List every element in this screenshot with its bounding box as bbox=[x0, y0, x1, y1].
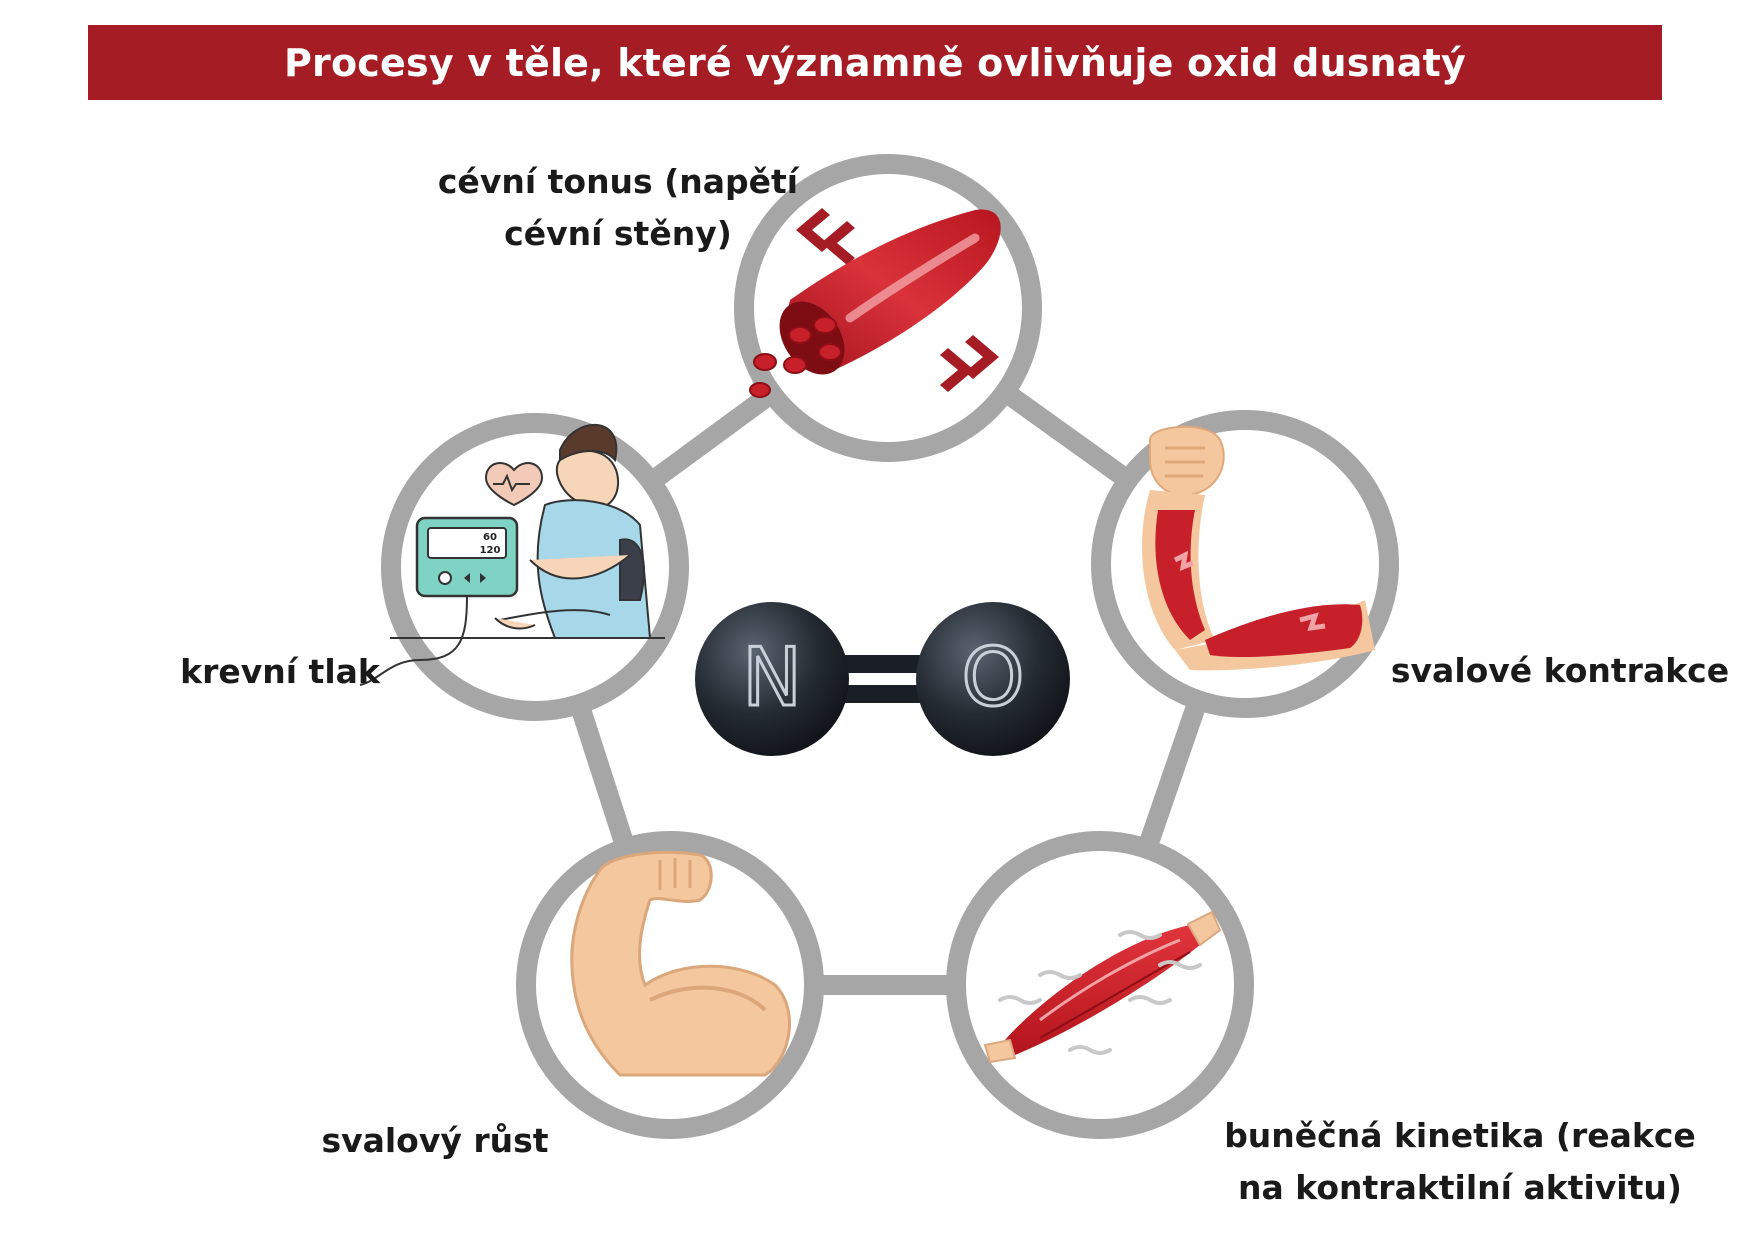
blood-vessel-icon bbox=[749, 208, 1001, 398]
label-cell-kinetics-line-2: na kontraktilní aktivitu) bbox=[1238, 1168, 1682, 1207]
muscle-fiber-icon bbox=[983, 910, 1222, 1064]
blood-pressure-monitor-icon: 60 120 bbox=[359, 424, 665, 686]
page-title: Procesy v těle, které významně ovlivňuje… bbox=[284, 40, 1466, 85]
monitor-bottom-value: 120 bbox=[480, 545, 501, 556]
arm-muscle-contraction-icon bbox=[1142, 425, 1375, 671]
monitor-top-value: 60 bbox=[483, 532, 497, 543]
label-blood-pressure: krevní tlak bbox=[160, 646, 400, 698]
label-muscle-contraction: svalové kontrakce bbox=[1380, 645, 1740, 697]
oxygen-letter: O bbox=[962, 631, 1025, 724]
label-muscle-contraction-line-1: svalové kontrakce bbox=[1390, 651, 1730, 690]
flexed-bicep-icon bbox=[570, 850, 791, 1077]
label-vascular-tone-line-2: cévní stěny) bbox=[504, 214, 732, 253]
label-blood-pressure-line-1: krevní tlak bbox=[180, 652, 380, 691]
label-vascular-tone-line-1: cévní tonus (napětí bbox=[437, 162, 799, 201]
title-banner: Procesy v těle, které významně ovlivňuje… bbox=[88, 25, 1662, 100]
nitrogen-letter: N bbox=[742, 631, 802, 724]
label-vascular-tone: cévní tonus (napětí cévní stěny) bbox=[368, 156, 868, 260]
label-muscle-growth-line-1: svalový růst bbox=[321, 1121, 549, 1160]
label-cell-kinetics-line-1: buněčná kinetika (reakce bbox=[1224, 1116, 1696, 1155]
label-cell-kinetics: buněčná kinetika (reakce na kontraktilní… bbox=[1180, 1110, 1740, 1214]
label-muscle-growth: svalový růst bbox=[290, 1115, 580, 1167]
no-molecule-icon: N O bbox=[695, 602, 1070, 756]
